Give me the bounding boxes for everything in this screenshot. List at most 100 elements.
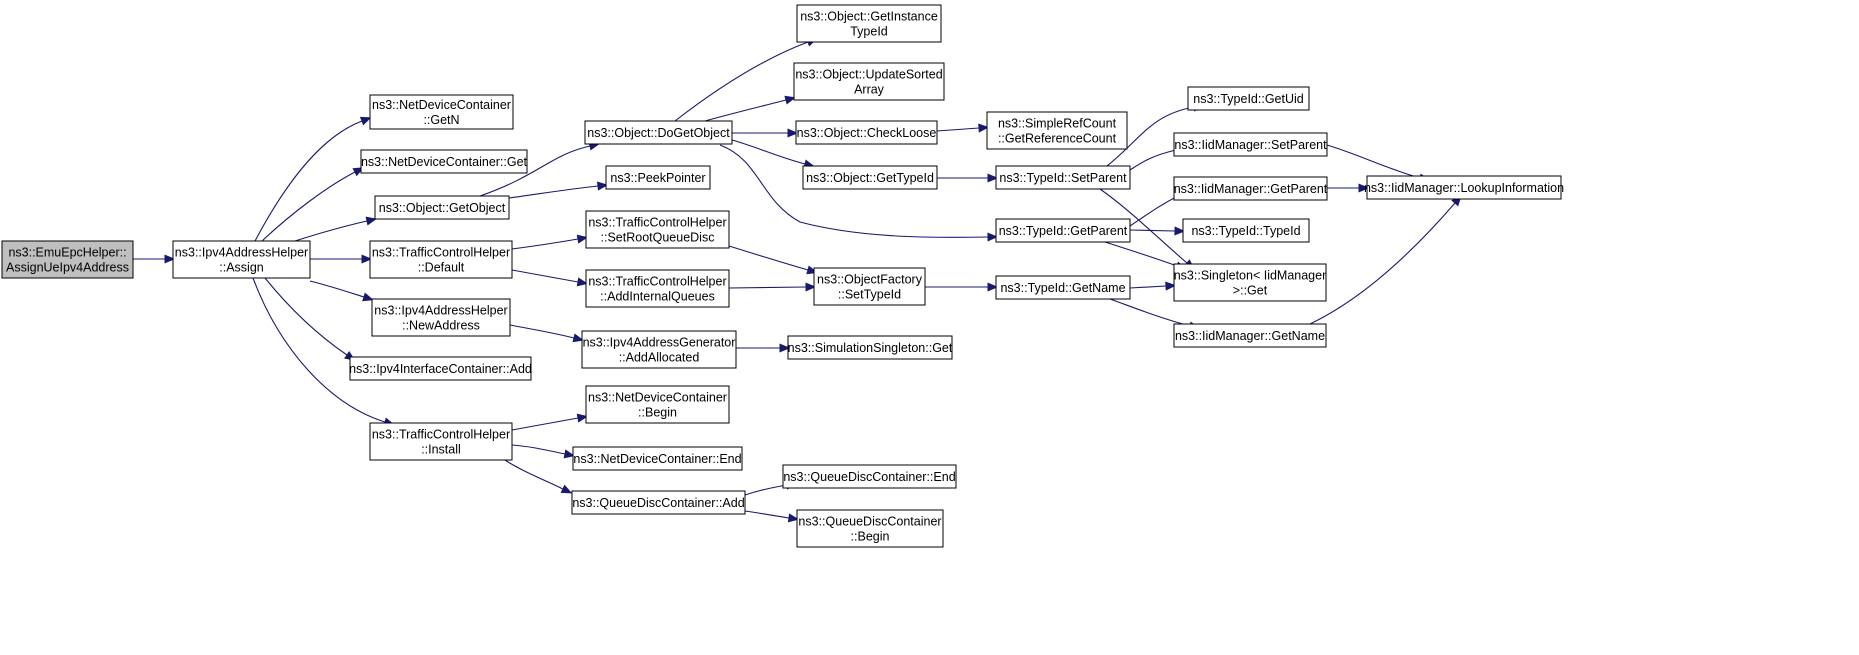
edge-line: [309, 280, 365, 298]
edge-line: [1129, 285, 1167, 289]
function-node[interactable]: ns3::SimpleRefCount::GetReferenceCount: [986, 111, 1128, 150]
function-node[interactable]: ns3::Object::GetTypeId: [802, 165, 938, 190]
arrowhead-icon: [597, 181, 609, 191]
node-box: [1173, 132, 1328, 157]
edge-n11-n21: [728, 245, 818, 275]
node-label: ns3::ObjectFactory: [817, 273, 923, 287]
function-node[interactable]: ns3::QueueDiscContainer::End: [782, 464, 957, 489]
edge-n1-n4: [294, 216, 378, 242]
function-node[interactable]: ns3::TypeId::GetParent: [995, 218, 1131, 243]
function-node[interactable]: ns3::TypeId::GetName: [995, 275, 1131, 300]
node-box: [585, 269, 730, 308]
edge-n4-n10: [508, 181, 609, 199]
arrowhead-icon: [1165, 281, 1177, 291]
node-label: ns3::Singleton< IidManager: [1174, 269, 1327, 283]
function-node[interactable]: ns3::SimulationSingleton::Get: [787, 335, 953, 360]
edge-line: [1109, 298, 1191, 327]
node-label: ns3::QueueDiscContainer::End: [783, 470, 955, 484]
function-node[interactable]: ns3::TrafficControlHelper::Install: [369, 422, 513, 461]
function-node[interactable]: ns3::TypeId::TypeId: [1182, 218, 1310, 243]
node-label: ns3::Ipv4AddressHelper: [374, 304, 507, 318]
edge-line: [744, 510, 790, 519]
node-box: [374, 195, 510, 220]
node-label: ns3::EmuEpcHelper::: [8, 246, 126, 260]
edge-n1-n2: [254, 116, 372, 242]
function-node[interactable]: ns3::Ipv4AddressHelper::NewAddress: [371, 298, 511, 337]
edge-n31-n35: [1327, 183, 1370, 193]
function-node[interactable]: ns3::Singleton< IidManager >::Get: [1173, 263, 1327, 302]
edge-n12-n21: [728, 282, 817, 292]
function-node[interactable]: ns3::QueueDiscContainer::Begin: [796, 509, 944, 548]
node-box: [782, 464, 957, 489]
function-node[interactable]: ns3::Ipv4AddressHelper::Assign: [172, 240, 311, 279]
node-box: [585, 385, 730, 424]
node-box: [581, 330, 737, 369]
node-label: ns3::Object::GetInstance: [800, 10, 938, 24]
function-node[interactable]: ns3::NetDeviceContainer::GetN: [369, 94, 514, 130]
node-label: AssignUeIpv4Address: [6, 261, 129, 275]
node-label: ns3::NetDeviceContainer: [588, 391, 727, 405]
function-node[interactable]: ns3::TypeId::GetUid: [1187, 86, 1310, 111]
edge-n8-n16: [504, 459, 573, 494]
function-node[interactable]: ns3::IidManager::GetParent: [1173, 176, 1328, 201]
edge-n1-n6: [309, 280, 374, 302]
edge-line: [719, 144, 989, 238]
node-label: ns3::IidManager::GetParent: [1174, 182, 1328, 196]
arrowhead-icon: [563, 449, 576, 459]
node-box: [796, 4, 942, 43]
arrowhead-icon: [576, 234, 589, 244]
function-node[interactable]: ns3::TrafficControlHelper::Default: [369, 240, 513, 279]
node-box: [369, 422, 513, 461]
function-node[interactable]: ns3::IidManager::LookupInformation: [1364, 175, 1564, 200]
function-node[interactable]: ns3::TypeId::SetParent: [995, 165, 1131, 190]
edge-line: [252, 277, 386, 423]
function-node[interactable]: ns3::NetDeviceContainer::End: [572, 446, 743, 471]
edge-n9-n18: [704, 95, 796, 122]
node-label: ::AddInternalQueues: [600, 290, 715, 304]
edge-line: [511, 417, 579, 431]
arrowhead-icon: [779, 343, 791, 353]
function-node[interactable]: ns3::TrafficControlHelper::AddInternalQu…: [585, 269, 730, 308]
node-box: [995, 275, 1131, 300]
function-node[interactable]: ns3::QueueDiscContainer::Add: [571, 490, 746, 515]
edge-n28-n33: [1129, 281, 1177, 291]
edge-n21-n28: [925, 282, 999, 292]
function-node[interactable]: ns3::IidManager::GetName: [1173, 323, 1327, 348]
edge-line: [508, 185, 599, 199]
edge-line: [936, 127, 980, 132]
function-node[interactable]: ns3::Ipv4AddressGenerator::AddAllocated: [581, 330, 737, 369]
node-label: ::Begin: [851, 530, 890, 544]
edge-line: [509, 324, 575, 339]
node-label: ns3::Ipv4AddressGenerator: [583, 336, 736, 350]
node-box: [995, 218, 1131, 243]
edge-n13-n22: [736, 343, 791, 353]
arrowhead-icon: [361, 254, 373, 264]
function-node[interactable]: ns3::NetDeviceContainer::Get: [360, 149, 528, 174]
node-label: ::Install: [421, 443, 461, 457]
node-label: ns3::Object::DoGetObject: [587, 126, 730, 140]
node-label: ::AddAllocated: [619, 351, 700, 365]
node-box: [1366, 175, 1562, 200]
edge-n9-n19: [732, 128, 799, 138]
function-node[interactable]: ns3::NetDeviceContainer::Begin: [585, 385, 730, 424]
function-node[interactable]: ns3::TrafficControlHelper::SetRootQueueD…: [585, 210, 730, 249]
function-node[interactable]: ns3::Object::GetObject: [374, 195, 510, 220]
node-box: [1182, 218, 1310, 243]
function-node[interactable]: ns3::Object::DoGetObject: [584, 120, 733, 145]
edge-n1-n3: [261, 167, 365, 242]
node-label: ns3::NetDeviceContainer::End: [573, 452, 741, 466]
function-node[interactable]: ns3::Ipv4InterfaceContainer::Add: [349, 356, 532, 381]
function-node[interactable]: ns3::Object::CheckLoose: [795, 120, 938, 145]
node-label: ns3::NetDeviceContainer: [372, 98, 511, 112]
node-label: ns3::IidManager::SetParent: [1174, 138, 1327, 152]
node-box: [572, 446, 743, 471]
edge-line: [1129, 194, 1181, 227]
node-box: [793, 62, 945, 101]
node-box: [369, 240, 513, 279]
function-node[interactable]: ns3::IidManager::SetParent: [1173, 132, 1328, 157]
function-node[interactable]: ns3::PeekPointer: [605, 165, 711, 190]
function-node[interactable]: ns3::ObjectFactory::SetTypeId: [813, 267, 926, 306]
